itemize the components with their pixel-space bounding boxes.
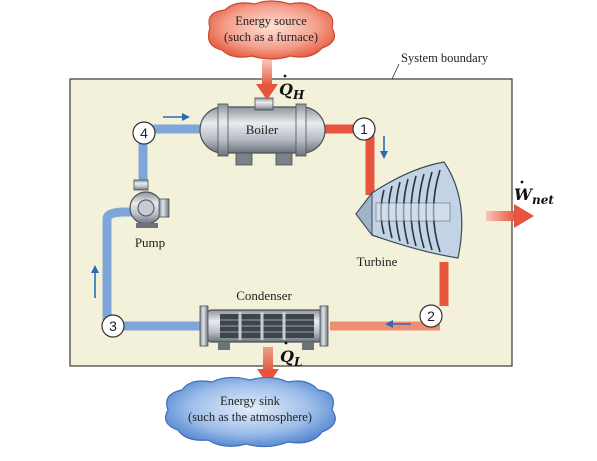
state-marker-4: 4 [132, 121, 156, 145]
energy-source-line1: Energy source [235, 14, 307, 28]
state-marker-2: 2 [419, 304, 443, 328]
svg-text:4: 4 [140, 125, 148, 141]
turbine: Turbine [355, 161, 463, 269]
work-output-arrow [486, 204, 534, 228]
flow-arrows [91, 113, 411, 328]
cold-pipes [102, 124, 205, 331]
state-marker-3: 3 [101, 314, 125, 338]
svg-text:2: 2 [427, 308, 435, 324]
heat-input-arrow [256, 60, 278, 100]
svg-text:Wnet: Wnet [514, 185, 554, 207]
system-boundary-label: System boundary [401, 51, 489, 65]
heat-input-label: QH [279, 74, 305, 102]
svg-text:QH: QH [279, 80, 305, 102]
energy-source-line2: (such as a furnace) [224, 30, 318, 44]
system-boundary-leader [391, 63, 400, 80]
svg-text:3: 3 [109, 318, 117, 334]
work-output-label: Wnet [514, 180, 554, 207]
state-marker-1: 1 [352, 117, 376, 141]
energy-source-cloud: Energy source (such as a furnace) [207, 0, 335, 60]
svg-text:QL: QL [280, 347, 302, 369]
svg-text:1: 1 [360, 121, 368, 137]
condenser: Condenser [199, 288, 329, 350]
energy-sink-line1: Energy sink [220, 394, 281, 408]
condenser-label: Condenser [236, 288, 292, 303]
energy-sink-cloud: Energy sink (such as the atmosphere) [165, 376, 336, 448]
boiler-label: Boiler [246, 122, 279, 137]
turbine-label: Turbine [357, 254, 398, 269]
heat-output-label: QL [280, 341, 302, 369]
pump: Pump [129, 179, 170, 250]
pump-label: Pump [135, 235, 165, 250]
boiler: Boiler [199, 97, 326, 166]
energy-sink-line2: (such as the atmosphere) [188, 410, 312, 424]
